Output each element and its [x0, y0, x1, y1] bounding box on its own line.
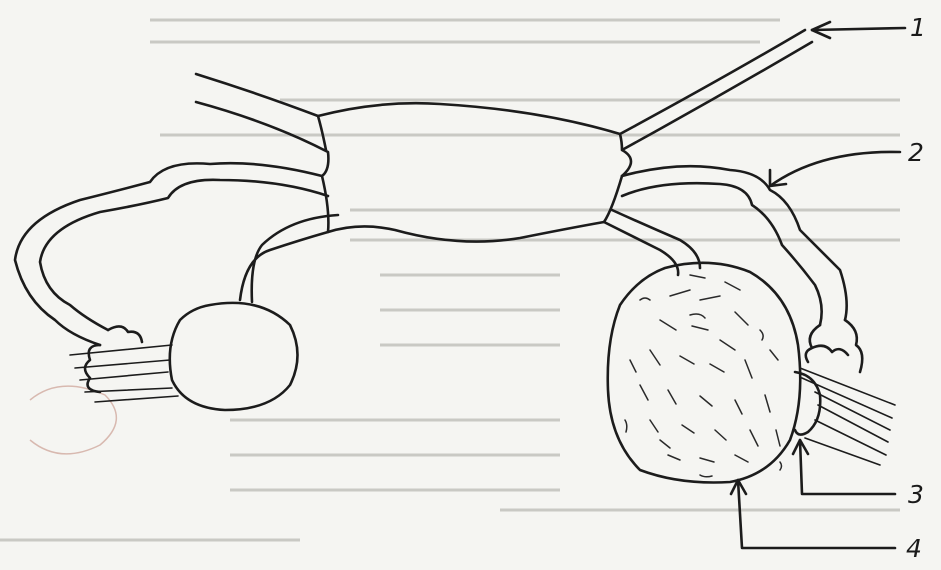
left-ovary — [170, 303, 298, 410]
leader-line-2 — [770, 152, 900, 186]
right-fimbriae — [806, 320, 863, 372]
mass-texture — [625, 275, 782, 477]
right-tube-upper — [620, 30, 812, 176]
leader-line-1 — [812, 28, 905, 30]
left-fimbriae — [85, 326, 142, 392]
uterus-outline — [318, 103, 622, 241]
leader-line-4 — [738, 480, 895, 548]
paper-bleed-through — [0, 20, 900, 540]
left-ovarian-ligament — [240, 215, 338, 302]
right-broad-ligament — [622, 166, 847, 325]
right-ovarian-mass — [608, 263, 800, 483]
left-tube-upper — [196, 74, 328, 176]
label-1: 1 — [910, 15, 926, 40]
label-3: 3 — [908, 482, 924, 507]
leader-line-3 — [800, 440, 895, 494]
label-2: 2 — [908, 140, 924, 165]
label-4: 4 — [906, 536, 922, 561]
